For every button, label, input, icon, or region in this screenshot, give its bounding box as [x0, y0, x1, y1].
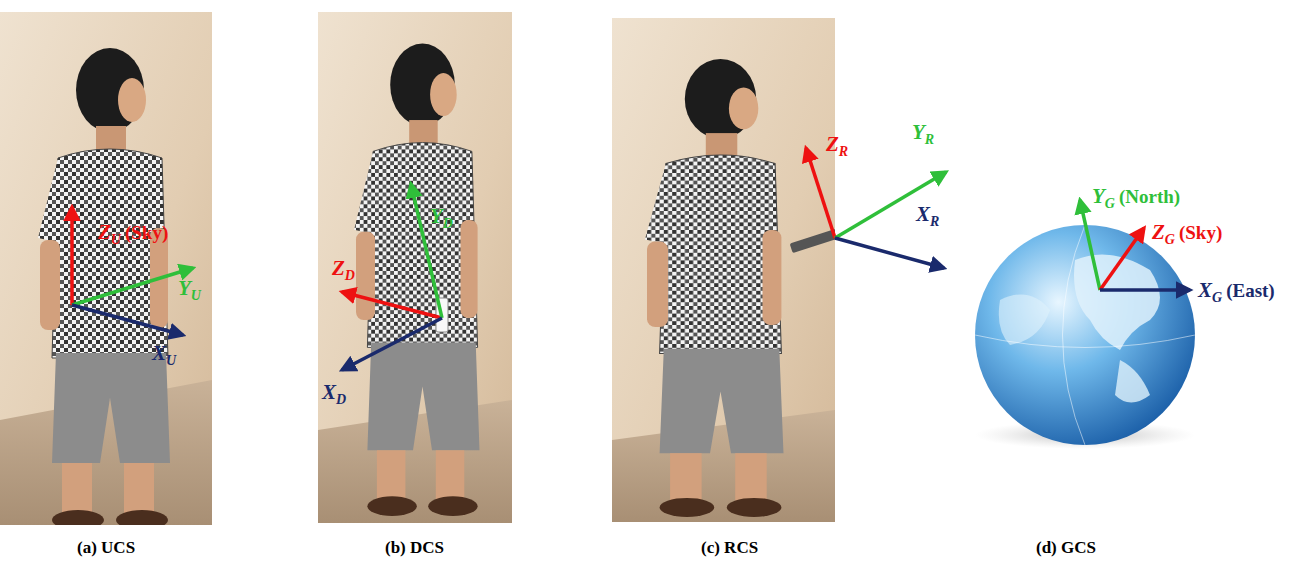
axis-subscript: U — [166, 353, 176, 368]
axis-subscript: G — [1105, 196, 1115, 211]
axis-letter: Y — [1092, 184, 1105, 208]
axis-letter: Z — [826, 132, 839, 156]
axis-label: YG(North) — [1092, 186, 1180, 207]
photo-dcs — [318, 12, 512, 523]
photo-ucs — [0, 12, 212, 525]
panel-caption: (a) UCS — [77, 538, 135, 558]
axis-subscript: R — [930, 214, 939, 229]
panel-caption: (b) DCS — [385, 538, 444, 558]
globe — [975, 225, 1195, 449]
axis-subscript: R — [925, 132, 934, 147]
axis-letter: Y — [912, 120, 925, 144]
axis-subscript: D — [443, 216, 453, 231]
axes — [72, 148, 1190, 370]
axis-label: ZD — [332, 258, 355, 279]
axis-label: ZG(Sky) — [1152, 222, 1222, 243]
axis-letter: Z — [1152, 220, 1165, 244]
axis-label: XR — [916, 204, 939, 225]
axis-label: ZU(Sky) — [98, 222, 168, 243]
photo-rcs — [612, 18, 835, 522]
axis-subscript: R — [839, 144, 848, 159]
axis-subscript: G — [1212, 290, 1222, 305]
axis-subscript: G — [1165, 232, 1175, 247]
axis-subscript: U — [111, 232, 121, 247]
axis-label: XD — [322, 382, 346, 403]
panel-caption: (d) GCS — [1036, 538, 1096, 558]
axis-direction: (East) — [1226, 280, 1275, 301]
panel-caption: (c) RCS — [701, 538, 758, 558]
axis-label: XG(East) — [1198, 280, 1275, 301]
axis-label: YD — [430, 206, 453, 227]
axis-direction: (Sky) — [125, 222, 168, 243]
axis-label: YR — [912, 122, 934, 143]
axis-direction: (Sky) — [1179, 222, 1222, 243]
axis-letter: Z — [98, 220, 111, 244]
axis-letter: Y — [178, 276, 191, 300]
axis-letter: X — [916, 202, 930, 226]
axis-subscript: U — [191, 288, 201, 303]
axis-subscript: D — [336, 392, 346, 407]
axis-direction: (North) — [1119, 186, 1180, 207]
axis-letter: Y — [430, 204, 443, 228]
axis-letter: Z — [332, 256, 345, 280]
axis-label: ZR — [826, 134, 848, 155]
axis-label: XU — [152, 343, 176, 364]
axis-label: YU — [178, 278, 201, 299]
axis-subscript: D — [345, 268, 355, 283]
axis-letter: X — [322, 380, 336, 404]
axis-letter: X — [152, 341, 166, 365]
axis-letter: X — [1198, 278, 1212, 302]
